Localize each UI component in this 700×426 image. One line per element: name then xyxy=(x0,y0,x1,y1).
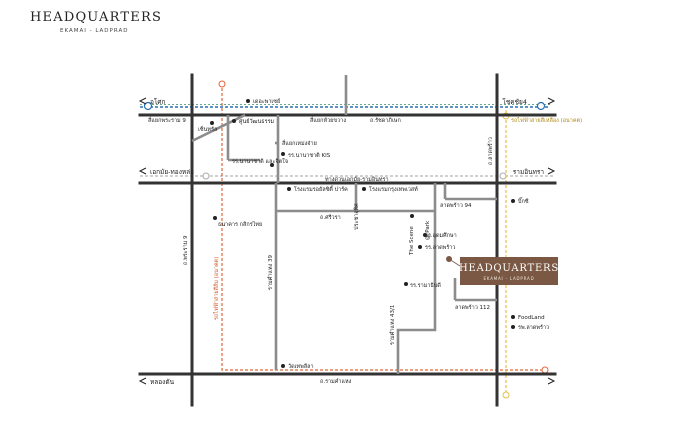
label-pracha: ประชาอุทิศ xyxy=(353,203,360,230)
place-culture: ศูนย์วัฒนธรรม xyxy=(239,118,275,125)
label-expressway: ทางด่วนเอกมัย-รามอินทรา xyxy=(325,176,389,183)
yellow-line-station xyxy=(502,391,510,399)
hq-badge-subtitle: EKAMAI - LADPRAD xyxy=(484,276,535,281)
brand-subtitle: EKAMAI - LADPRAD xyxy=(60,28,129,34)
direction-top-left: อโศก xyxy=(150,98,166,106)
hq-badge-title: HEADQUARTERS xyxy=(459,263,559,274)
place-markers xyxy=(210,99,515,368)
direction-mid-right: รามอินทรา xyxy=(513,168,545,176)
place-royal-city: โรงแรมรอยัลซิตี้ ปาร์ค xyxy=(294,185,348,193)
place-udomsuksa: รร.อุดมศึกษา xyxy=(425,232,457,239)
label-rama9-intersection: สี่แยกพระราม 9 xyxy=(147,116,186,124)
label-soi: ถ.ศรีวรา xyxy=(320,214,341,221)
label-ram39: รามคำแหง 39 xyxy=(267,254,274,290)
place-wat: วัดเทพลีลา xyxy=(288,363,314,370)
place-lat-rama: รร.รามาธิบดี xyxy=(410,282,441,289)
label-yellow-line: รถไฟฟ้าสายสีเหลือง (อนาคต) xyxy=(511,117,582,124)
orange-line-station xyxy=(541,366,549,374)
place-hospital: รพ.ลาดพร้าว xyxy=(518,324,549,331)
direction-mid-left: เอกมัย-ทองหล่อ xyxy=(150,168,194,176)
label-lat112: ลาดพร้าว 112 xyxy=(455,304,490,311)
label-orange-line: รถไฟฟ้าสายสีส้ม (อนาคต) xyxy=(213,257,220,320)
label-ramkhamhaeng: ถ.รามคำแหง xyxy=(320,378,352,385)
place-foodland: FoodLand xyxy=(518,315,545,321)
place-central: เซ็นทรัล xyxy=(198,125,217,133)
label-at-park: @ Park xyxy=(425,220,431,240)
label-the-scene: The Scene xyxy=(409,226,415,256)
hq-badge[interactable] xyxy=(460,257,558,285)
grey-line-station xyxy=(499,172,507,180)
place-bigc: บิ๊กซี xyxy=(517,197,528,205)
airport-link-station xyxy=(143,101,153,111)
place-kis: รร.นานาชาติ KIS xyxy=(288,152,331,159)
direction-top-right: โชคชัย4 xyxy=(502,98,527,106)
label-mueangmai: สี่แยกเหม่งจ๋าย xyxy=(281,139,316,147)
major-roads xyxy=(138,73,557,407)
label-ratchada: ถ.รัชดาภิเษก xyxy=(370,117,401,124)
orange-line-station xyxy=(218,80,226,88)
place-tumpeng: เดอะพาเซย์ xyxy=(253,98,280,105)
label-lat94: ลาดพร้าว 94 xyxy=(440,202,472,209)
direction-arrows xyxy=(138,97,556,385)
place-ladprao-school: รร.ลาดพร้าว xyxy=(425,244,455,251)
place-hotel: โรงแรมกรุงเทพเวสท์ xyxy=(369,185,418,193)
brand-title: HEADQUARTERS xyxy=(30,10,163,25)
grey-line-station xyxy=(202,172,210,180)
place-kasikorn: ธนาคาร กสิกรไทย xyxy=(218,221,262,228)
airport-link-station xyxy=(536,101,546,111)
label-ram43: รามคำแหง 43/1 xyxy=(389,305,396,345)
label-ladprao: ถ.ลาดพร้าว xyxy=(487,137,494,165)
orange-line-rail xyxy=(221,83,545,371)
minor-roads xyxy=(191,75,497,374)
hq-pin-connector xyxy=(448,258,461,267)
direction-bottom-left: หลองตัน xyxy=(150,378,175,386)
place-nanchakrit: รร.นานาชาติ และจิตใจ xyxy=(232,158,288,165)
label-rama9-road: ถ.พระราม 9 xyxy=(183,235,189,265)
label-huaykwang: สี่แยกห้วยขวาง xyxy=(309,116,346,124)
